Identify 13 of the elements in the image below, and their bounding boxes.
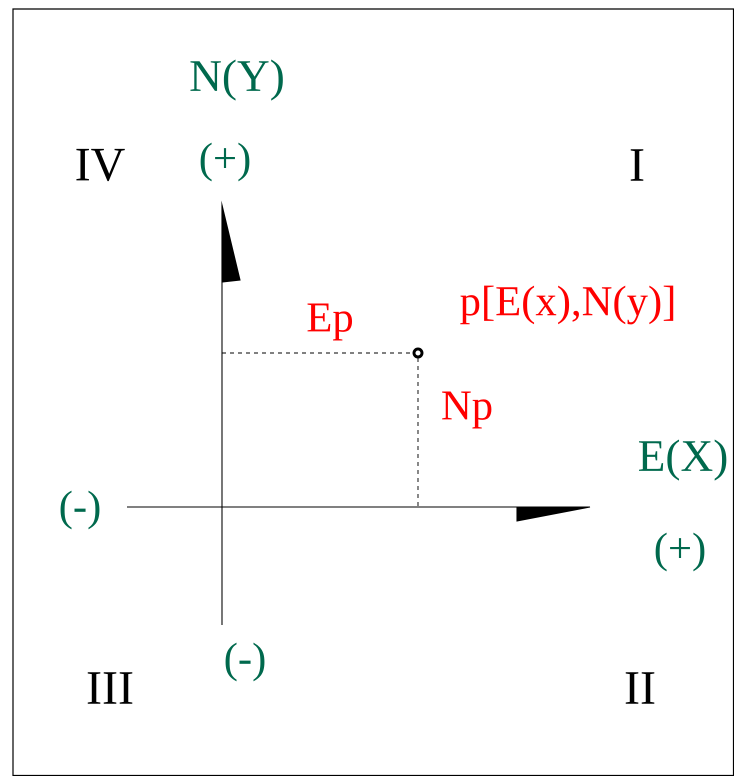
distance-label: Ep [308, 304, 352, 340]
axis-label: N(Y) [190, 59, 283, 101]
quadrant-numeral: II [626, 672, 654, 704]
axis-sign: (-) [60, 490, 100, 530]
axis-sign: (+) [200, 142, 250, 182]
axis-label: E(X) [638, 439, 726, 481]
axis-sign: (-) [226, 642, 264, 682]
quadrant-numeral: IV [76, 148, 125, 182]
axis-sign: (+) [656, 532, 704, 572]
point-label: p[E(x),N(y)] [460, 286, 674, 324]
quadrant-numeral: I [630, 149, 644, 181]
quadrant-numeral: III [88, 672, 132, 704]
distance-label: Np [442, 392, 492, 428]
